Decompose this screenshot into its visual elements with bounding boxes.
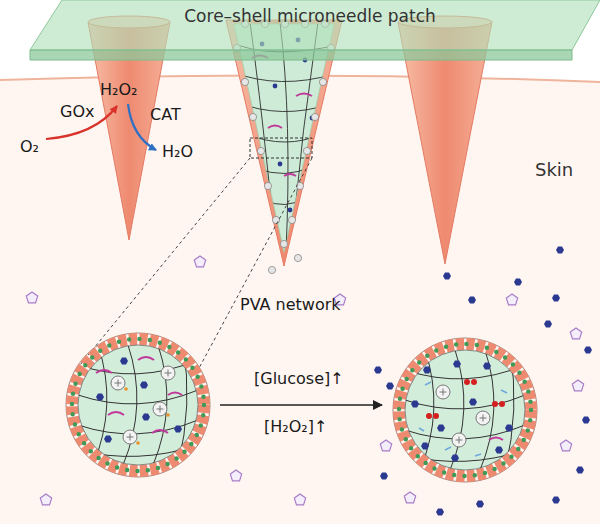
microneedle-patch-band: Core–shell microneedle patch <box>0 0 600 62</box>
released-insulin <box>374 247 592 516</box>
chemical-formula: H₂O₂ <box>100 81 137 99</box>
patch-text-box: Core–shell microneedle patch <box>30 6 590 26</box>
insulin-dots <box>260 38 315 213</box>
condition-label: [H₂O₂]↑ <box>264 418 327 436</box>
zoom-box <box>250 138 312 158</box>
patch-title: Core–shell microneedle patch <box>30 6 590 26</box>
enzyme-label: GOx <box>60 103 94 121</box>
chemical-formula: O₂ <box>20 138 39 156</box>
enzyme-label: CAT <box>150 106 181 124</box>
patch-front-face <box>30 50 572 60</box>
glucose-molecules <box>26 256 583 505</box>
condition-label: [Glucose]↑ <box>254 370 344 388</box>
patch-top-face <box>30 0 600 50</box>
region-label: Skin <box>535 160 573 181</box>
chemical-formula: H₂O <box>162 143 193 161</box>
part-label: PVA network <box>240 296 341 314</box>
response-arrow <box>220 404 382 406</box>
microgel-before <box>66 333 210 477</box>
microgel-after <box>393 338 537 482</box>
